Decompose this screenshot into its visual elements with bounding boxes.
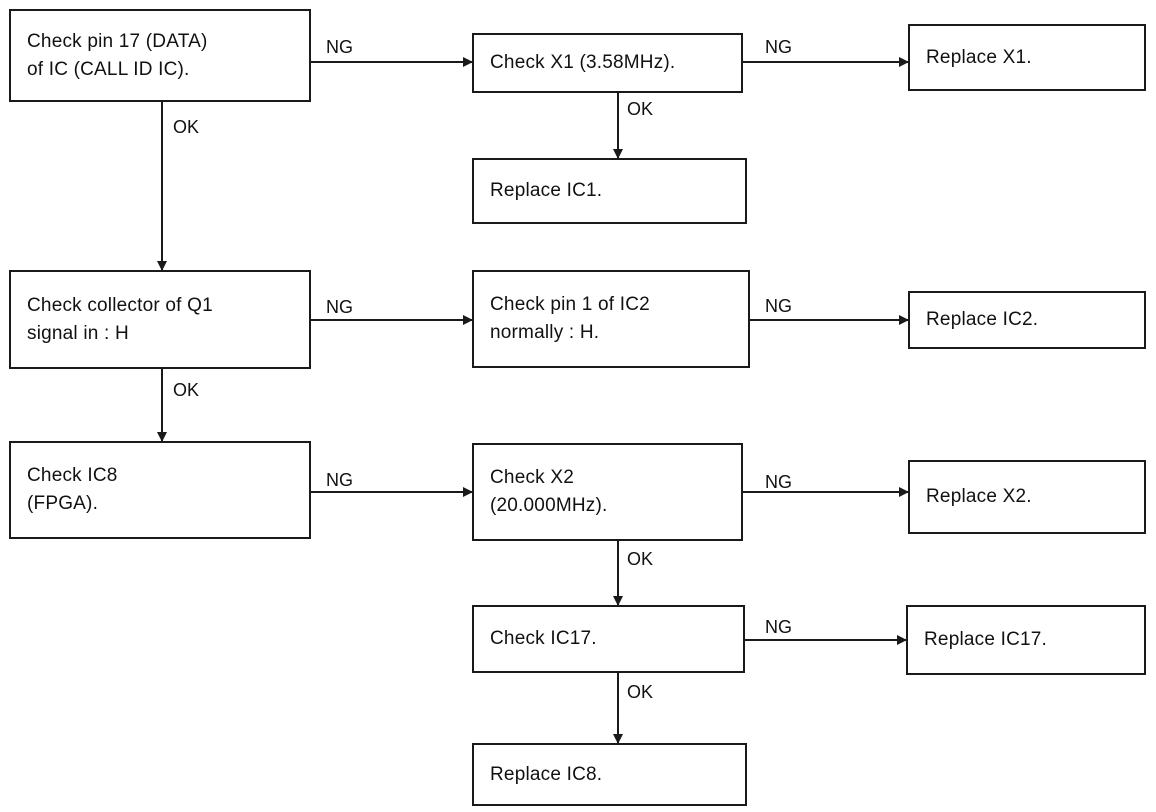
label-ng-ic17-replace: NG — [765, 617, 792, 637]
label-ok-x2-ic17: OK — [627, 549, 654, 569]
label-ok-x1-ic1: OK — [627, 99, 654, 119]
box-replace-ic8: Replace IC8. — [472, 743, 747, 806]
box-check-ic2-pin1-text: Check pin 1 of IC2 normally : H. — [490, 294, 650, 343]
label-ok-ic17-ic8: OK — [627, 682, 654, 702]
box-replace-x2-text: Replace X2. — [926, 486, 1032, 507]
box-check-pin17-text: Check pin 17 (DATA) of IC (CALL ID IC). — [27, 30, 208, 80]
box-replace-ic2: Replace IC2. — [908, 291, 1146, 349]
box-check-q1-text: Check collector of Q1 signal in : H — [27, 294, 213, 344]
box-check-x1-text: Check X1 (3.58MHz). — [490, 52, 676, 73]
box-replace-x2: Replace X2. — [908, 460, 1146, 534]
box-replace-x1: Replace X1. — [908, 24, 1146, 91]
box-replace-ic2-text: Replace IC2. — [926, 309, 1039, 330]
label-ng-x1-replace: NG — [765, 37, 792, 57]
label-ng-x2-replace: NG — [765, 472, 792, 492]
box-check-pin17: Check pin 17 (DATA) of IC (CALL ID IC). — [9, 9, 311, 102]
label-ng-q1-ic2: NG — [326, 297, 353, 317]
box-check-ic17: Check IC17. — [472, 605, 745, 673]
label-ng-ic8-x2: NG — [326, 470, 353, 490]
box-replace-ic17-text: Replace IC17. — [924, 629, 1048, 650]
box-check-q1: Check collector of Q1 signal in : H — [9, 270, 311, 369]
label-ng-ic2-replace: NG — [765, 296, 792, 316]
box-check-ic8: Check IC8 (FPGA). — [9, 441, 311, 539]
box-replace-ic8-text: Replace IC8. — [490, 763, 603, 785]
box-check-ic2-pin1: Check pin 1 of IC2 normally : H. — [472, 270, 750, 368]
label-ng-pin17-x1: NG — [326, 37, 353, 57]
box-replace-ic1: Replace IC1. — [472, 158, 747, 224]
box-check-x2-text: Check X2 (20.000MHz). — [490, 467, 608, 516]
label-ok-pin17-q1: OK — [173, 117, 200, 137]
box-check-x2: Check X2 (20.000MHz). — [472, 443, 743, 541]
box-check-x1: Check X1 (3.58MHz). — [472, 33, 743, 93]
box-check-ic8-text: Check IC8 (FPGA). — [27, 465, 118, 514]
box-check-ic17-text: Check IC17. — [490, 628, 597, 649]
label-ok-q1-ic8: OK — [173, 380, 200, 400]
box-replace-x1-text: Replace X1. — [926, 46, 1032, 68]
box-replace-ic17: Replace IC17. — [906, 605, 1146, 675]
box-replace-ic1-text: Replace IC1. — [490, 180, 603, 201]
